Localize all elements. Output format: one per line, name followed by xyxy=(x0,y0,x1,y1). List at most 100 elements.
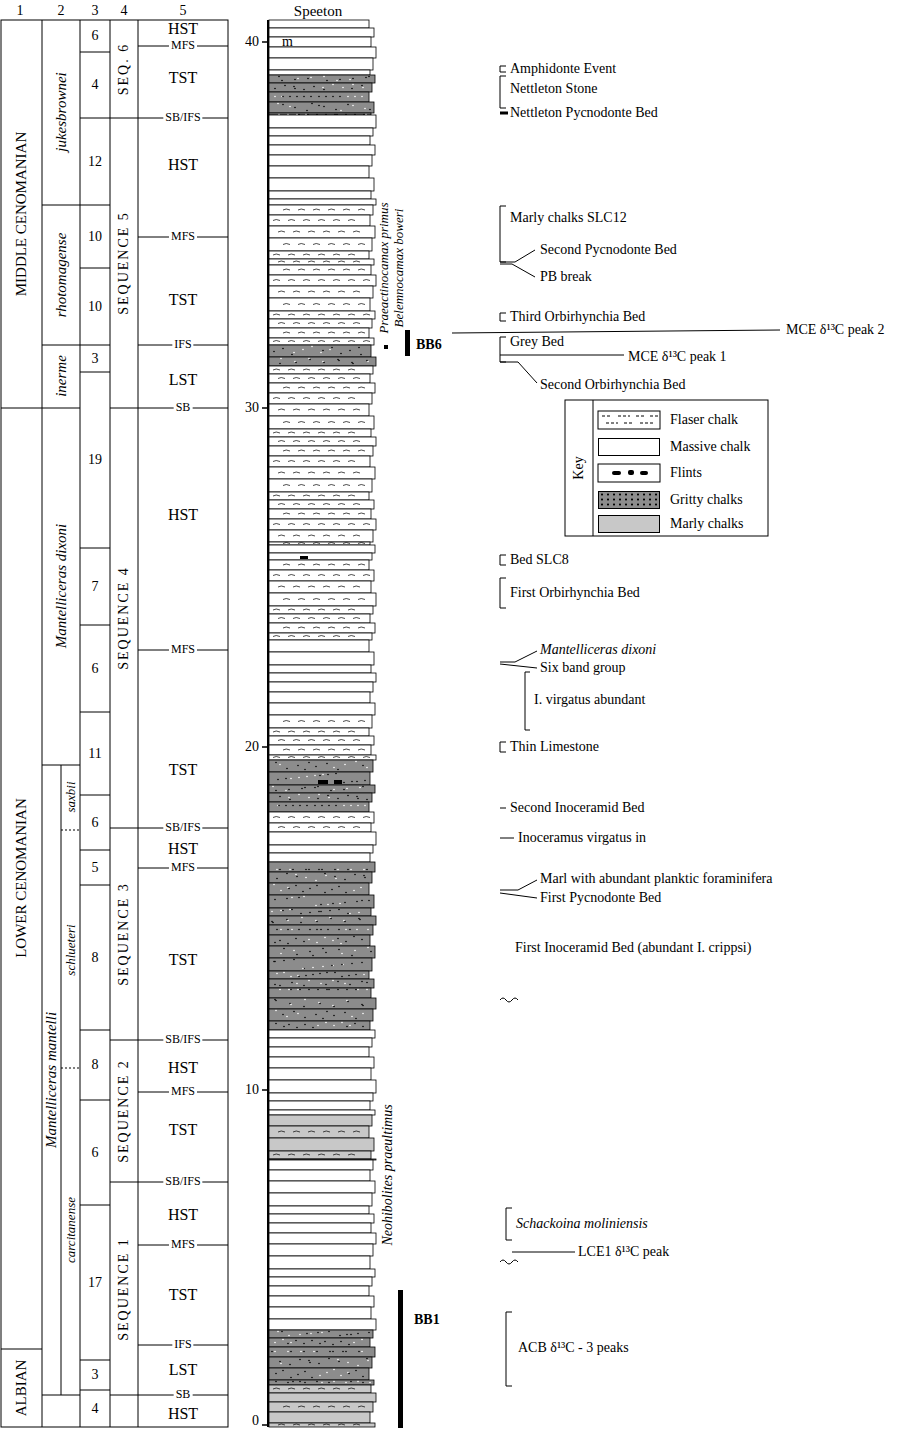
bed-mark xyxy=(269,275,376,286)
bed-mark xyxy=(295,1340,297,1342)
bed-mark xyxy=(276,973,278,975)
bed-mark xyxy=(349,1025,351,1027)
bed-mark xyxy=(274,942,276,944)
legend-text: Marly chalks xyxy=(670,516,743,531)
bed-annotation: Six band group xyxy=(540,660,626,675)
bed-mark xyxy=(320,352,322,354)
bed-mark xyxy=(308,989,310,991)
bed-mark xyxy=(269,446,373,456)
bed-mark xyxy=(306,805,308,807)
bed-mark xyxy=(322,361,324,363)
bed-mark xyxy=(269,128,373,136)
bed-annotation: Second Inoceramid Bed xyxy=(510,800,645,815)
bed-mark xyxy=(269,1223,371,1233)
bed-mark xyxy=(269,1380,374,1385)
bed-mark xyxy=(361,939,363,941)
bed-mark xyxy=(275,1373,277,1375)
bed-mark xyxy=(269,265,371,275)
bed-mark xyxy=(354,96,356,98)
bed-mark xyxy=(278,740,360,741)
bed-mark xyxy=(367,929,369,931)
bed-mark xyxy=(304,1024,306,1026)
systems-tract: HST xyxy=(168,1059,198,1077)
bed-mark xyxy=(293,352,295,354)
bed-mark xyxy=(269,872,372,883)
systems-tract: TST xyxy=(169,69,197,87)
bed-mark xyxy=(362,1013,364,1015)
bed-mark xyxy=(269,862,375,872)
bed-mark xyxy=(290,1342,292,1344)
bed-mark xyxy=(298,976,300,978)
bed-mark xyxy=(319,973,321,975)
bed-mark xyxy=(274,96,276,98)
bed-mark xyxy=(344,764,346,766)
bed-annotation: Second Pycnodonte Bed xyxy=(540,242,677,257)
isotope-event: ACB δ¹³C - 3 peaks xyxy=(518,1340,629,1355)
bed-mark xyxy=(326,763,328,765)
bed-mark xyxy=(355,761,357,763)
bed-mark xyxy=(343,805,345,807)
bed-mark xyxy=(285,778,287,780)
column-number: 1 xyxy=(17,3,24,18)
bed-count: 8 xyxy=(92,950,99,965)
bed-mark xyxy=(269,958,372,971)
bed-mark xyxy=(275,790,277,792)
bed-mark xyxy=(278,618,360,619)
bed-mark xyxy=(368,1332,370,1334)
bed-mark xyxy=(269,416,374,429)
bed-mark xyxy=(362,786,364,788)
bed-mark xyxy=(347,913,349,915)
bed-mark xyxy=(315,880,317,882)
bed-mark xyxy=(362,87,364,89)
isotope-event: MCE δ¹³C peak 2 xyxy=(784,322,887,337)
bed-mark xyxy=(307,78,309,80)
bed-mark xyxy=(342,87,344,89)
bed-mark xyxy=(329,917,331,919)
bed-mark xyxy=(321,869,323,871)
bed-mark xyxy=(269,802,369,812)
bed-mark xyxy=(299,805,301,807)
bed-mark xyxy=(269,366,373,374)
bed-mark xyxy=(269,1021,370,1030)
bed-count: 5 xyxy=(92,860,99,875)
bed-mark xyxy=(313,1351,315,1353)
bed-mark xyxy=(289,1364,291,1366)
bed-mark xyxy=(295,362,297,364)
bed-mark xyxy=(269,374,370,383)
bed-mark xyxy=(332,1344,334,1346)
bed-mark xyxy=(338,360,340,362)
bed-mark xyxy=(283,1406,365,1407)
bed-mark xyxy=(323,76,325,78)
bed-mark xyxy=(339,96,341,98)
bed-mark xyxy=(333,767,335,769)
bed-mark xyxy=(269,560,369,570)
bed-mark xyxy=(269,1160,373,1170)
bed-mark xyxy=(328,1358,330,1360)
bed-mark xyxy=(337,869,339,871)
systems-tract: HST xyxy=(168,1405,198,1423)
bed-mark xyxy=(348,1344,350,1346)
bed-mark xyxy=(346,989,348,991)
bed-mark xyxy=(308,358,310,360)
bed-mark xyxy=(273,461,355,462)
bed-mark xyxy=(269,83,372,92)
bed-mark xyxy=(278,323,360,324)
isotope-event: MCE δ¹³C peak 1 xyxy=(628,349,727,364)
bed-mark xyxy=(294,88,296,90)
bed-mark xyxy=(356,781,358,783)
bed-mark xyxy=(362,1026,364,1028)
bed-mark xyxy=(325,875,327,877)
bed-mark xyxy=(327,929,329,931)
bed-mark xyxy=(269,1286,369,1296)
bed-mark xyxy=(269,437,376,446)
bed-mark xyxy=(272,922,274,924)
bed-mark xyxy=(339,1335,341,1337)
bed-mark xyxy=(274,88,276,90)
bed-mark xyxy=(269,925,373,935)
bed-mark xyxy=(322,948,324,950)
bed-mark xyxy=(344,1012,346,1014)
bed-mark xyxy=(282,104,284,106)
legend-heading: Key xyxy=(571,456,586,479)
bed-mark xyxy=(339,79,341,81)
bed-mark xyxy=(269,155,372,166)
